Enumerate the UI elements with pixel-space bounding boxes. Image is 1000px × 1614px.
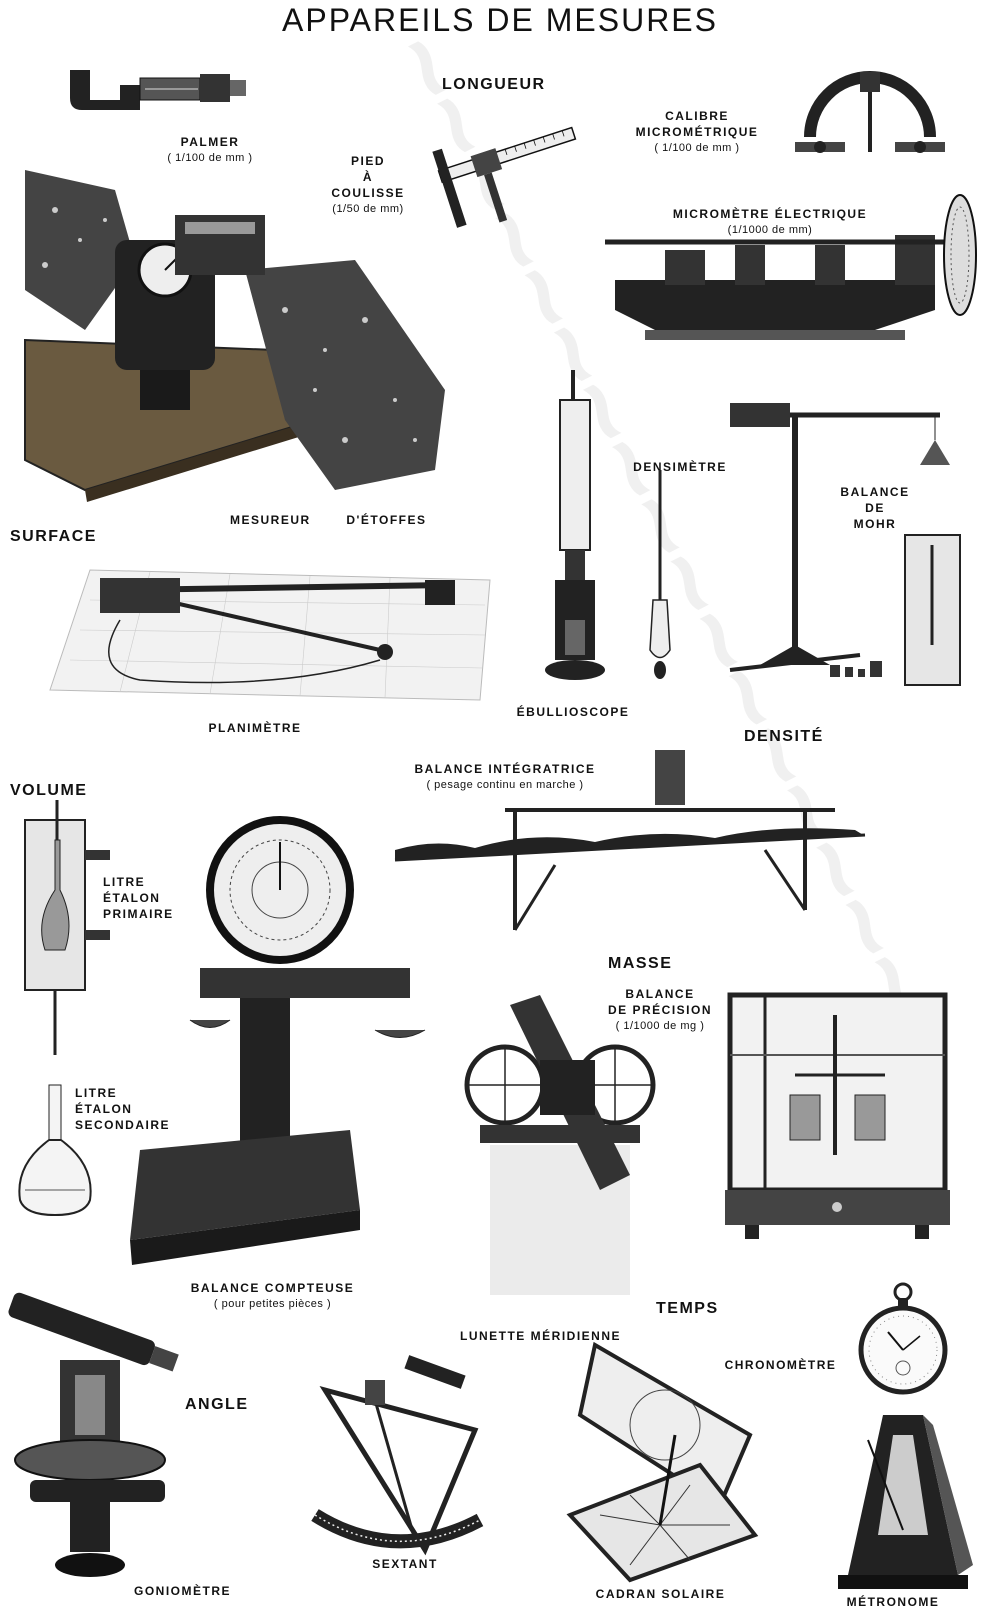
pied-a-coulisse-name-3: COULISSE [331, 186, 405, 200]
micrometre-name: MICROMÈTRE ÉLECTRIQUE [672, 207, 868, 221]
litre-primaire-name-3: PRIMAIRE [103, 907, 174, 921]
metronome-label: MÉTRONOME [846, 1595, 940, 1609]
sextant-illustration [311, 1355, 484, 1556]
palmer-name: PALMER [180, 135, 240, 149]
category-angle: ANGLE [185, 1396, 249, 1413]
litre-secondaire-name-2: ÉTALON [75, 1102, 133, 1116]
mohr-name-3: MOHR [853, 517, 897, 531]
category-surface: SURFACE [10, 528, 97, 545]
litre-secondaire-illustration [18, 1084, 92, 1217]
calibre-precision: ( 1/100 de mm ) [654, 142, 740, 154]
calibre-label: CALIBRE MICROMÉTRIQUE ( 1/100 de mm ) [622, 108, 772, 156]
litre-primaire-label: LITRE ÉTALON PRIMAIRE [103, 874, 203, 922]
pied-a-coulisse-name-2: À [362, 170, 374, 184]
balance-integratrice-name: BALANCE INTÉGRATRICE [414, 762, 596, 776]
litre-secondaire-label: LITRE ÉTALON SECONDAIRE [75, 1085, 195, 1133]
balance-precision-label: BALANCE DE PRÉCISION ( 1/1000 de mg ) [600, 986, 720, 1034]
litre-primaire-illustration [24, 800, 110, 1055]
mesureur-etoffes-illustration [24, 170, 445, 502]
pied-a-coulisse-label: PIED À COULISSE (1/50 de mm) [318, 153, 418, 217]
calibre-illustration [795, 71, 945, 153]
mohr-name-1: BALANCE [840, 485, 910, 499]
category-temps: TEMPS [656, 1300, 719, 1317]
balance-compteuse-name: BALANCE COMPTEUSE [190, 1281, 355, 1295]
litre-secondaire-name-1: LITRE [75, 1086, 118, 1100]
palmer-illustration [70, 70, 246, 110]
pied-a-coulisse-precision: (1/50 de mm) [332, 203, 404, 215]
mohr-label: BALANCE DE MOHR [825, 484, 925, 532]
micrometre-electrique-illustration [605, 194, 977, 340]
calibre-name-2: MICROMÉTRIQUE [635, 125, 759, 139]
sextant-label: SEXTANT [372, 1557, 438, 1571]
balance-precision-name-2: DE PRÉCISION [607, 1003, 712, 1017]
cadran-solaire-illustration [566, 1341, 759, 1583]
metronome-illustration [838, 1415, 973, 1589]
mesureur-name-1: MESUREUR [230, 513, 311, 527]
mesureur-name-2: D'ÉTOFFES [346, 513, 427, 527]
ebullioscope-illustration [545, 370, 605, 680]
palmer-label: PALMER ( 1/100 de mm ) [150, 134, 270, 166]
pied-a-coulisse-name-1: PIED [350, 154, 385, 168]
balance-mohr-illustration [729, 403, 961, 686]
litre-primaire-name-1: LITRE [103, 875, 146, 889]
palmer-precision: ( 1/100 de mm ) [167, 152, 253, 164]
goniometre-illustration [8, 1292, 179, 1577]
litre-primaire-name-2: ÉTALON [103, 891, 161, 905]
balance-precision-value: ( 1/1000 de mg ) [615, 1020, 705, 1032]
balance-compteuse-illustration [130, 816, 426, 1265]
balance-integratrice-illustration [394, 750, 866, 931]
category-densite: DENSITÉ [744, 728, 824, 745]
category-volume: VOLUME [10, 782, 88, 799]
litre-secondaire-name-3: SECONDAIRE [75, 1118, 171, 1132]
balance-compteuse-label: BALANCE COMPTEUSE ( pour petites pièces … [180, 1280, 365, 1312]
category-longueur: LONGUEUR [442, 76, 546, 93]
cadran-label: CADRAN SOLAIRE [595, 1587, 726, 1601]
page-title: APPAREILS DE MESURES [282, 2, 718, 38]
mohr-name-2: DE [865, 501, 885, 515]
caliper-illustration [432, 126, 577, 228]
planimetre-label: PLANIMÈTRE [208, 721, 302, 735]
balance-integratrice-note: ( pesage continu en marche ) [426, 779, 584, 791]
ebullioscope-label: ÉBULLIOSCOPE [516, 705, 630, 719]
planimetre-illustration [49, 569, 491, 701]
calibre-name-1: CALIBRE [665, 109, 729, 123]
densimetre-label: DENSIMÈTRE [633, 460, 727, 474]
category-masse: MASSE [608, 955, 673, 972]
goniometre-label: GONIOMÈTRE [133, 1584, 231, 1598]
lunette-label: LUNETTE MÉRIDIENNE [459, 1329, 621, 1343]
micrometre-precision: (1/1000 de mm) [727, 224, 813, 236]
chronometre-illustration [858, 1282, 948, 1395]
lunette-meridienne-illustration [464, 995, 656, 1295]
densimetre-illustration [649, 470, 671, 679]
mesureur-label: MESUREUR D'ÉTOFFES [230, 512, 440, 528]
chronometre-label: CHRONOMÈTRE [724, 1358, 837, 1372]
balance-compteuse-note: ( pour petites pièces ) [213, 1298, 332, 1310]
micrometre-label: MICROMÈTRE ÉLECTRIQUE (1/1000 de mm) [650, 206, 890, 238]
balance-precision-name-1: BALANCE [625, 987, 695, 1001]
balance-integratrice-label: BALANCE INTÉGRATRICE ( pesage continu en… [395, 761, 615, 793]
balance-precision-illustration [725, 992, 950, 1239]
